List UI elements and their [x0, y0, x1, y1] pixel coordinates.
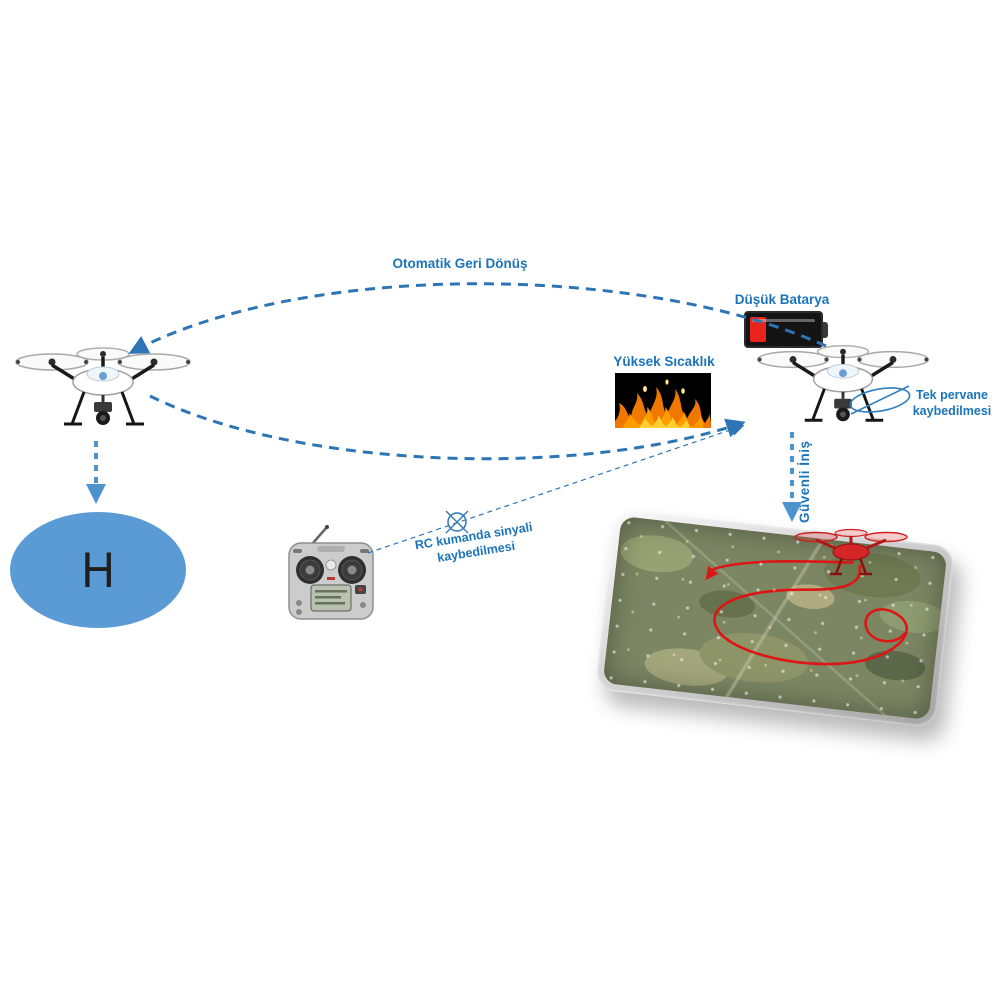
low-battery-icon	[744, 311, 828, 348]
high-temperature-label: Yüksek Sıcaklık	[613, 354, 715, 369]
drone-left	[15, 347, 191, 426]
drone-on-map-icon	[794, 528, 908, 576]
satellite-map	[602, 515, 948, 721]
propeller-loss-marker	[849, 385, 911, 415]
low-battery-label: Düşük Batarya	[734, 292, 830, 307]
fire-image	[615, 373, 711, 428]
helipad-ellipse: H	[10, 512, 186, 628]
auto-return-label: Otomatik Geri Dönüş	[392, 256, 528, 271]
propeller-loss-label: Tek pervane kaybedilmesi	[912, 388, 992, 418]
helipad-letter: H	[81, 542, 115, 598]
battery-body	[744, 311, 823, 348]
battery-gloss	[752, 319, 815, 322]
rc-controller-icon	[288, 525, 374, 620]
drone-icon	[15, 347, 191, 426]
battery-terminal	[823, 321, 828, 338]
rc-signal-loss-label: RC kumanda sinyali kaybedilmesi	[413, 519, 534, 565]
signal-lost-icon	[445, 510, 469, 534]
map-tablet	[594, 508, 956, 728]
safe-landing-label: Güvenli İniş	[797, 440, 812, 524]
